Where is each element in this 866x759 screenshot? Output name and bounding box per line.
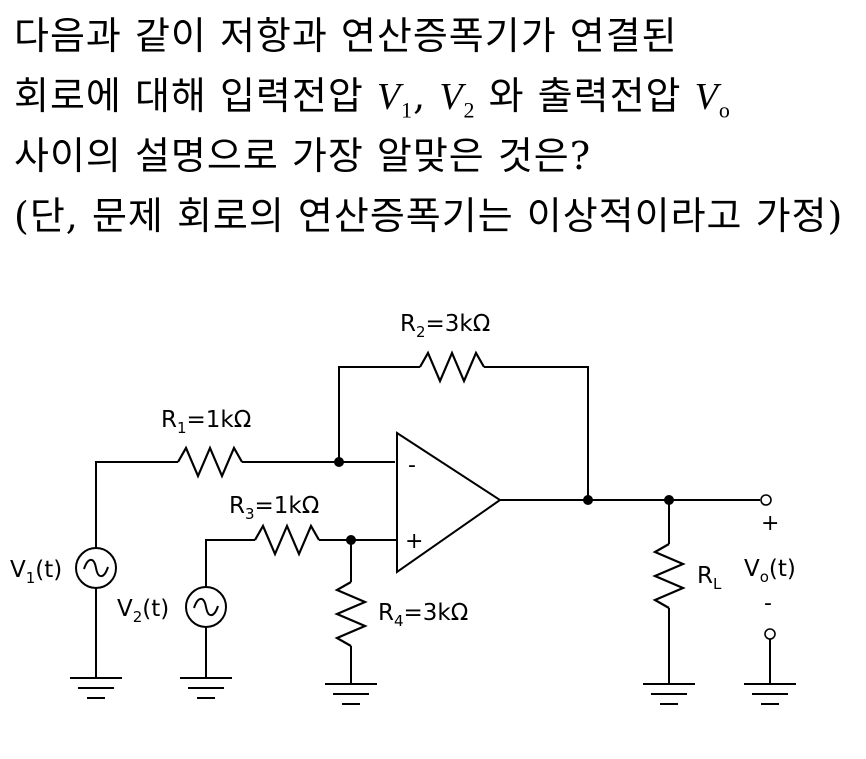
opamp-triangle — [396, 431, 502, 574]
comma: , — [413, 74, 427, 118]
v2-sine-wave — [193, 597, 219, 617]
resistor-r1 — [177, 445, 243, 479]
ground-r4-icon — [325, 683, 377, 705]
question-line-4: (단, 문제 회로의 연산증폭기는 이상적이라고 가정) — [14, 194, 844, 238]
ground-v2-icon — [180, 677, 232, 699]
v1-sine-wave — [83, 558, 109, 578]
vo-label: Vo(t) — [744, 556, 796, 586]
v1-symbol: V1 — [376, 76, 414, 123]
output-terminal-negative — [764, 628, 776, 640]
ground-rl-icon — [643, 683, 695, 705]
r4-label: R4=3kΩ — [378, 600, 468, 630]
ground-output-icon — [744, 683, 796, 705]
opamp-plus-label: + — [405, 529, 423, 554]
r3-label: R3=1kΩ — [229, 493, 319, 523]
v2-label: V2(t) — [117, 596, 169, 626]
wire-feedback-left — [338, 366, 420, 462]
wire-v1-to-r1 — [95, 461, 178, 548]
ground-v1-icon — [70, 677, 122, 699]
resistor-rl — [652, 543, 686, 609]
output-terminal-positive — [760, 494, 772, 506]
resistor-r3 — [254, 523, 320, 557]
question-line-2: 회로에 대해 입력전압 V1, V2 와 출력전압 Vo — [14, 66, 859, 126]
output-plus-sign: + — [761, 511, 779, 536]
opamp-minus-label: - — [408, 453, 416, 478]
r2-label: R2=3kΩ — [400, 311, 490, 341]
wire-v2-up — [205, 539, 255, 587]
v2-symbol: V2 — [439, 76, 476, 123]
rl-label: RL — [697, 563, 722, 593]
wire-feedback-right — [484, 366, 589, 500]
v1-label: V1(t) — [10, 557, 62, 587]
question-line-2-text-a: 회로에 대해 입력전압 — [14, 74, 364, 118]
resistor-r4 — [334, 581, 368, 647]
junction-output-feedback — [583, 495, 593, 505]
junction-inverting — [334, 457, 344, 467]
r1-label: R1=1kΩ — [161, 407, 251, 437]
vo-symbol: Vo — [694, 76, 731, 123]
question-line-3: 사이의 설명으로 가장 알맞은 것은? — [14, 134, 592, 178]
question-text: 다음과 같이 저항과 연산증폭기가 연결된 회로에 대해 입력전압 V1, V2… — [14, 6, 859, 246]
question-line-1: 다음과 같이 저항과 연산증폭기가 연결된 — [14, 14, 678, 58]
question-line-2-text-b: 와 출력전압 — [488, 74, 682, 118]
resistor-r2 — [419, 350, 485, 384]
output-minus-sign: - — [764, 591, 772, 616]
